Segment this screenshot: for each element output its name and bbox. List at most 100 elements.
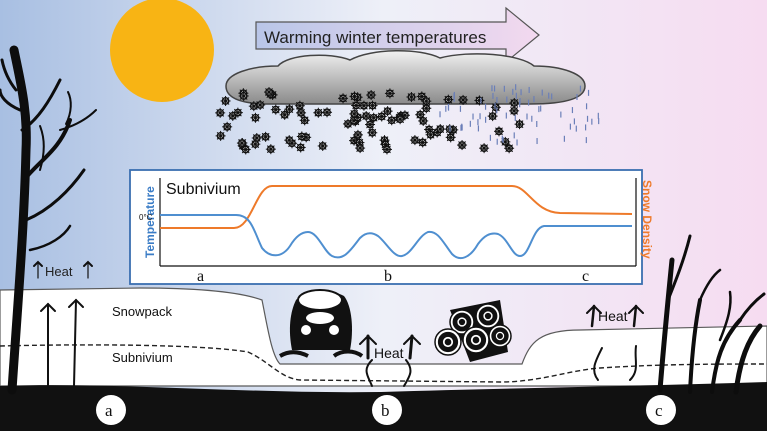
snowflake-icon	[296, 131, 307, 142]
snowflake-icon	[395, 114, 406, 125]
snowflake-icon	[222, 121, 233, 132]
snowflake-icon	[458, 94, 469, 105]
site-marker-b: b	[372, 395, 402, 425]
inset-zone-b: b	[384, 268, 392, 285]
snowfall	[215, 84, 600, 155]
snowmobile-icon	[278, 289, 364, 358]
snowflake-icon	[240, 144, 251, 155]
arrow-head	[40, 302, 56, 312]
snowflake-icon	[232, 107, 243, 118]
snowflake-icon	[317, 140, 328, 151]
snowflake-icon	[238, 90, 249, 101]
snowflake-icon	[270, 104, 281, 115]
snowpack-label: Snowpack	[112, 304, 172, 319]
snowflake-icon	[365, 119, 376, 130]
heat-label-a: Heat	[45, 264, 73, 279]
arrow-head	[83, 260, 93, 267]
log-end	[458, 318, 466, 326]
snowflake-icon	[474, 95, 485, 106]
warming-label: Warming winter temperatures	[264, 28, 486, 47]
temperature-curve	[160, 214, 632, 260]
snowflake-icon	[384, 88, 395, 99]
snowflake-icon	[338, 93, 349, 104]
snowflake-icon	[260, 131, 271, 142]
snowflake-icon	[417, 137, 428, 148]
subnivium-label: Subnivium	[112, 350, 173, 365]
snowpack-layer	[0, 287, 767, 387]
subnivium-inset: Subnivium Temperature Snow Density 0°C a…	[129, 169, 654, 285]
snowflake-icon	[322, 107, 333, 118]
site-label-a: a	[105, 401, 113, 420]
inset-zero-tick: 0°C	[139, 213, 153, 222]
snow-density-curve	[160, 185, 633, 229]
snowflake-icon	[367, 100, 378, 111]
site-marker-a: a	[96, 395, 126, 425]
snowflake-icon	[358, 100, 369, 111]
snowflake-icon	[215, 107, 226, 118]
warming-arrow: Warming winter temperatures	[255, 6, 540, 64]
snowflake-icon	[284, 104, 295, 115]
snowflake-icon	[406, 92, 417, 103]
snowflake-icon	[299, 115, 310, 126]
snowflake-icon	[445, 132, 456, 143]
snowflake-icon	[284, 135, 295, 146]
arrow-head	[359, 334, 377, 345]
log-end	[484, 312, 492, 320]
log-end	[444, 338, 452, 346]
snowflake-icon	[415, 109, 426, 120]
site-label-c: c	[655, 401, 663, 420]
snowflake-icon	[490, 102, 501, 113]
snowflake-icon	[349, 108, 360, 119]
snowflake-icon	[279, 109, 290, 120]
snowflake-icon	[361, 111, 372, 122]
snowflake-icon	[355, 143, 366, 154]
snowflake-icon	[367, 127, 378, 138]
site-label-b: b	[381, 401, 390, 420]
heat-arrows	[33, 260, 644, 387]
snowflake-icon	[255, 99, 266, 110]
snowflake-icon	[409, 135, 420, 146]
sun-icon	[110, 0, 214, 102]
inset-left-axis: Temperature	[143, 186, 157, 258]
arrow-head	[68, 298, 84, 308]
snowflake-icon	[215, 130, 226, 141]
snowflake-icon	[457, 140, 468, 151]
snowflake-icon	[296, 107, 307, 118]
snowflake-icon	[236, 138, 247, 149]
snowflake-icon	[421, 103, 432, 114]
snowflake-icon	[349, 91, 360, 102]
cloud-icon	[225, 50, 586, 105]
snowflake-icon	[351, 100, 362, 111]
snowflake-icon	[352, 129, 363, 140]
snowflake-icon	[250, 139, 261, 150]
snowflake-icon	[509, 105, 520, 116]
snowflake-icon	[500, 136, 511, 147]
snowflake-icon	[250, 112, 261, 123]
arrow-head	[33, 260, 43, 267]
arrow-head	[628, 304, 644, 314]
subnivium-boundary	[0, 344, 767, 383]
log-end	[472, 336, 480, 344]
inset-title: Subnivium	[166, 181, 241, 198]
log-end	[497, 333, 503, 339]
inset-zone-c: c	[582, 268, 589, 285]
snowflake-icon	[479, 143, 490, 154]
inset-zone-a: a	[197, 268, 204, 285]
snowflake-icon	[264, 87, 275, 98]
heat-label-c: Heat	[598, 308, 628, 324]
snowflake-icon	[265, 144, 276, 155]
snowflake-icon	[366, 90, 377, 101]
snowflake-icon	[313, 107, 324, 118]
inset-right-axis: Snow Density	[640, 180, 654, 259]
heat-label-b: Heat	[374, 345, 404, 361]
snowflake-icon	[493, 126, 504, 137]
site-marker-c: c	[646, 395, 676, 425]
log-pile-icon	[434, 300, 512, 362]
snowflake-icon	[294, 100, 305, 111]
arrow-head	[586, 304, 602, 314]
snowflake-icon	[376, 111, 387, 122]
snowflake-icon	[381, 144, 392, 155]
snowflake-icon	[368, 112, 379, 123]
snowflake-icon	[514, 119, 525, 130]
